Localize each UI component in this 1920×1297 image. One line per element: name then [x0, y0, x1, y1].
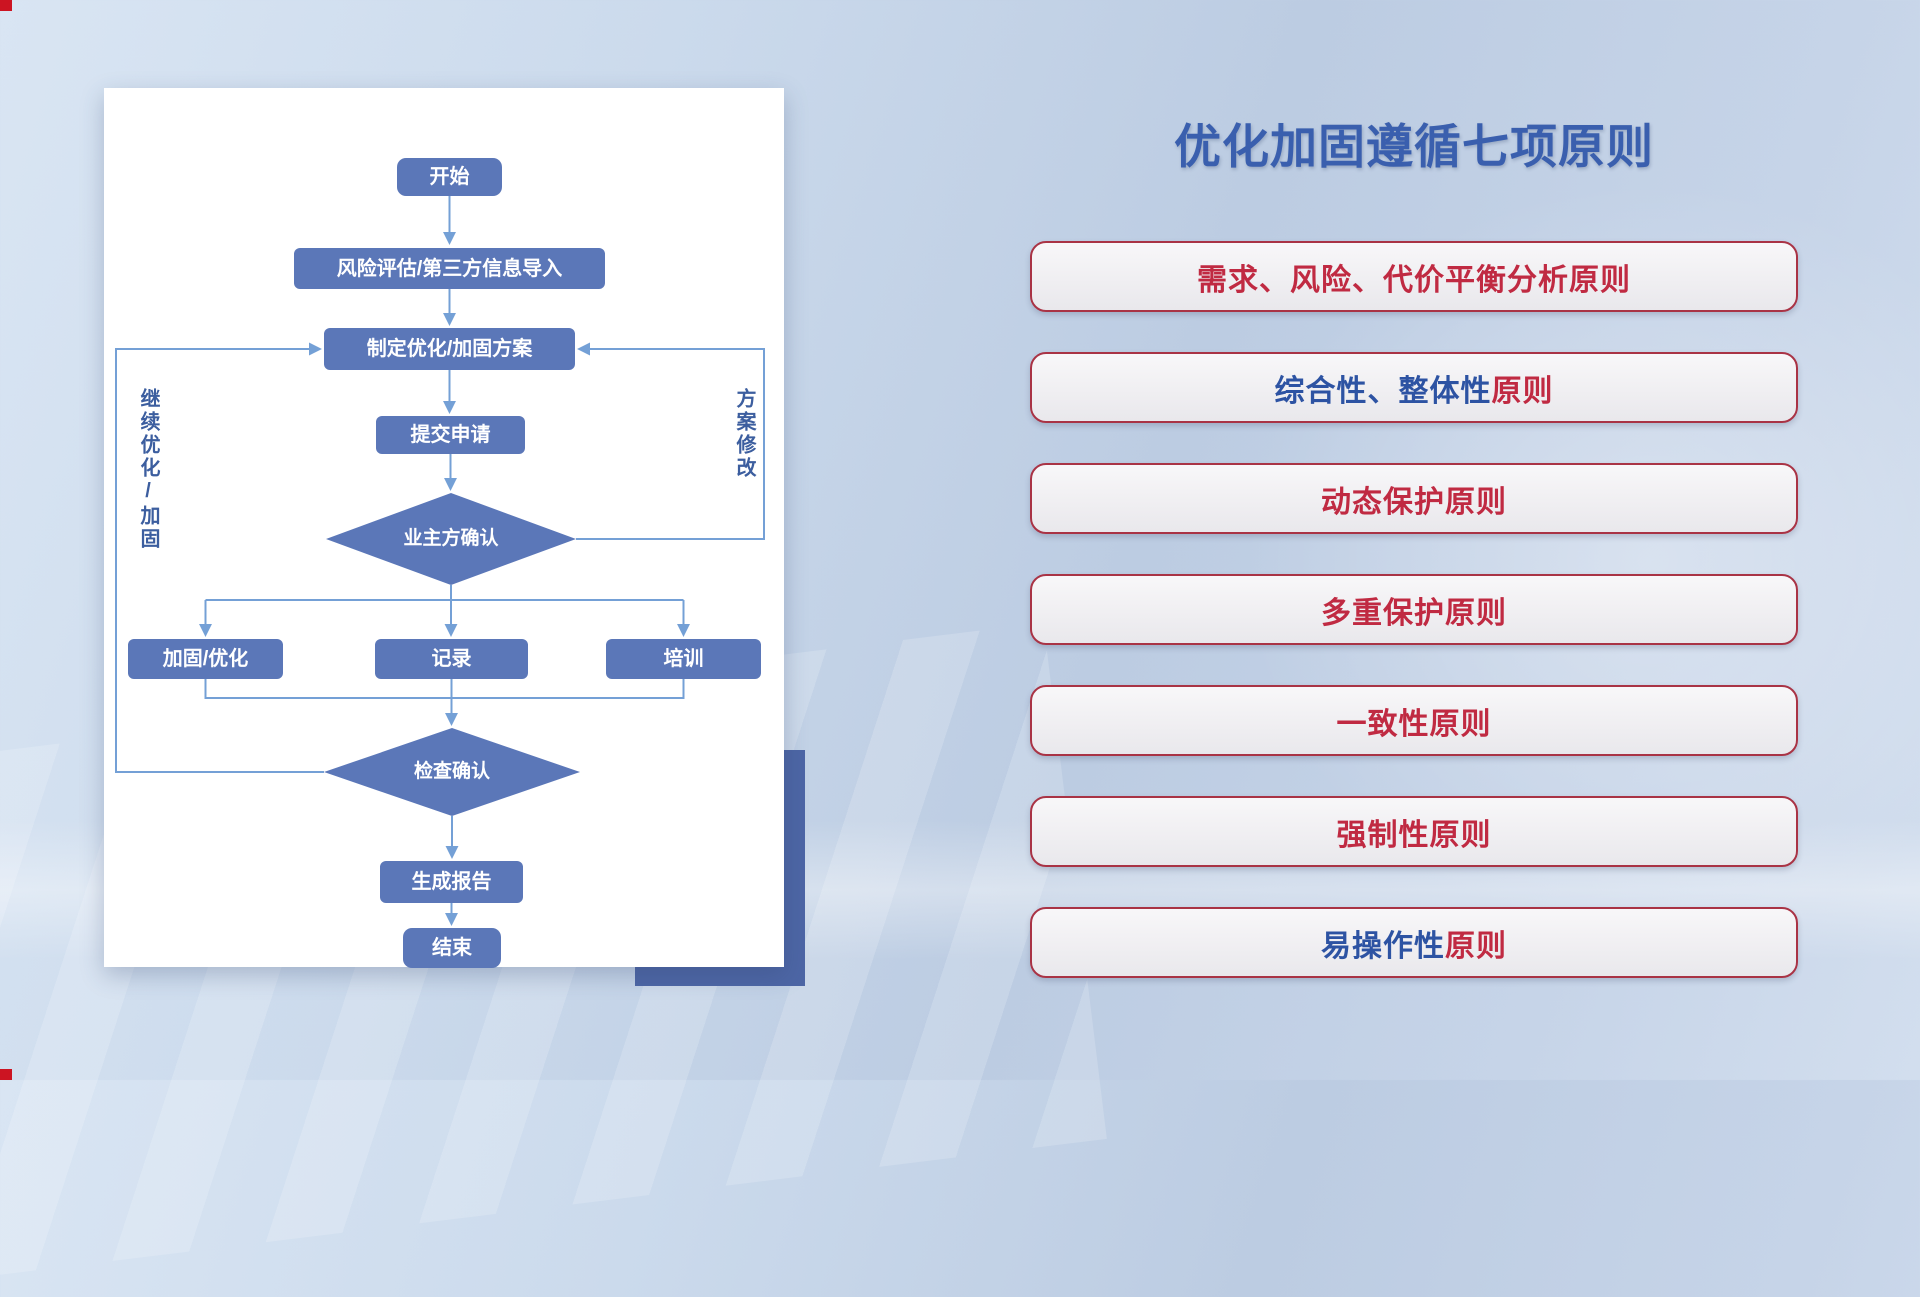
principle-button: 强制性原则 [1030, 796, 1798, 867]
principle-text-segment: 多重保护原则 [1321, 596, 1507, 630]
principle-text-segment: 易操作性 [1321, 929, 1445, 963]
flow-node-start: 开始 [397, 158, 502, 196]
principle-button: 需求、风险、代价平衡分析原则 [1030, 241, 1798, 312]
corner-mark-top-left [0, 0, 12, 11]
loop-label-continue-optimize: 继续优化/加固 [137, 388, 159, 551]
principle-text-segment: 强制性原则 [1336, 818, 1492, 852]
principle-text-segment: 原则 [1491, 374, 1554, 408]
principles-list: 需求、风险、代价平衡分析原则综合性、整体性原则动态保护原则多重保护原则一致性原则… [1030, 241, 1798, 1018]
flow-node-training: 培训 [606, 639, 761, 679]
principle-button: 易操作性原则 [1030, 907, 1798, 978]
page-title: 优化加固遵循七项原则 [1174, 120, 1654, 173]
flow-connector-lines [115, 196, 765, 926]
flowchart-card: 开始 风险评估/第三方信息导入 制定优化/加固方案 提交申请 业主方确认 加固/… [104, 88, 784, 968]
flow-node-harden: 加固/优化 [128, 639, 283, 679]
flow-node-end: 结束 [403, 928, 501, 968]
principle-button: 综合性、整体性原则 [1030, 352, 1798, 423]
flow-node-make-plan: 制定优化/加固方案 [324, 328, 575, 370]
principle-text-segment: 综合性、整体性 [1274, 374, 1492, 408]
principle-text-segment: 动态保护原则 [1321, 485, 1507, 519]
principle-button: 动态保护原则 [1030, 463, 1798, 534]
principle-button: 一致性原则 [1030, 685, 1798, 756]
principle-text-segment: 原则 [1445, 929, 1507, 963]
principle-text-segment: 一致性原则 [1336, 707, 1492, 741]
corner-mark-bottom-left [0, 1069, 12, 1080]
flow-node-risk-import: 风险评估/第三方信息导入 [294, 248, 605, 289]
principle-button: 多重保护原则 [1030, 574, 1798, 645]
loop-label-plan-revise: 方案修改 [733, 388, 755, 480]
flow-node-report: 生成报告 [380, 861, 523, 903]
principle-text-segment: 需求、风险、代价平衡分析原则 [1197, 263, 1631, 297]
flow-connectors [115, 196, 765, 926]
flow-node-submit: 提交申请 [376, 416, 525, 454]
flow-node-record: 记录 [375, 639, 528, 679]
